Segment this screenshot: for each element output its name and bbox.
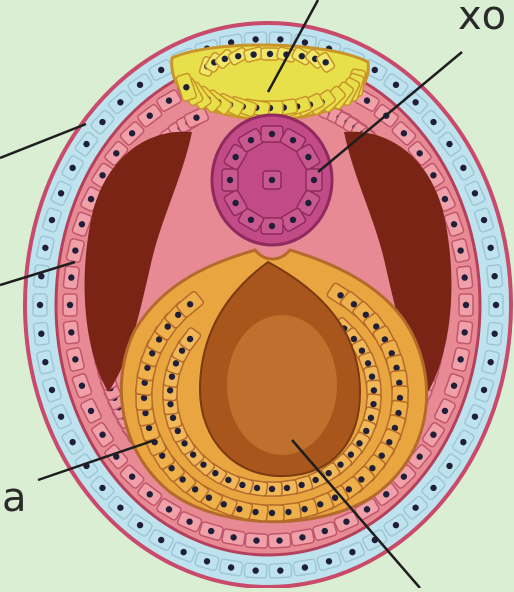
ectoderm-cell: [269, 563, 292, 578]
ectoderm-cell: [487, 265, 503, 288]
notochord-cell: [261, 218, 283, 234]
mesoderm-cell: [245, 533, 268, 548]
mesoderm-cell: [456, 321, 472, 344]
neural-tube-cell: [261, 48, 279, 60]
mesoderm-cell: [459, 294, 473, 316]
ectoderm-cell: [219, 559, 243, 576]
notochord: [212, 115, 332, 245]
ectoderm-cell: [33, 322, 49, 345]
mesoderm-cell: [63, 294, 77, 316]
mesoderm-cell: [222, 529, 246, 547]
neural-tube: [172, 45, 369, 120]
gut-cavity-highlight: [227, 315, 337, 455]
ectoderm-cell: [489, 294, 503, 316]
ectoderm-cell: [33, 294, 47, 316]
mesoderm-cell: [268, 533, 291, 548]
notochord-cell: [306, 169, 322, 191]
mesoderm-cell: [290, 529, 314, 547]
label-bottom-left: а: [2, 478, 27, 518]
notochord-cell: [261, 126, 283, 142]
notochord-cell: [222, 169, 238, 191]
ectoderm-cell: [33, 265, 49, 288]
mesoderm-cell: [456, 266, 472, 289]
mesoderm-cell: [63, 266, 79, 289]
mesoderm-cell: [63, 321, 79, 344]
label-top-right: хо: [458, 0, 506, 36]
notochord-cell: [263, 171, 281, 189]
ectoderm-cell: [293, 559, 317, 576]
ectoderm-cell: [244, 563, 267, 578]
ectoderm-cell: [487, 322, 503, 345]
